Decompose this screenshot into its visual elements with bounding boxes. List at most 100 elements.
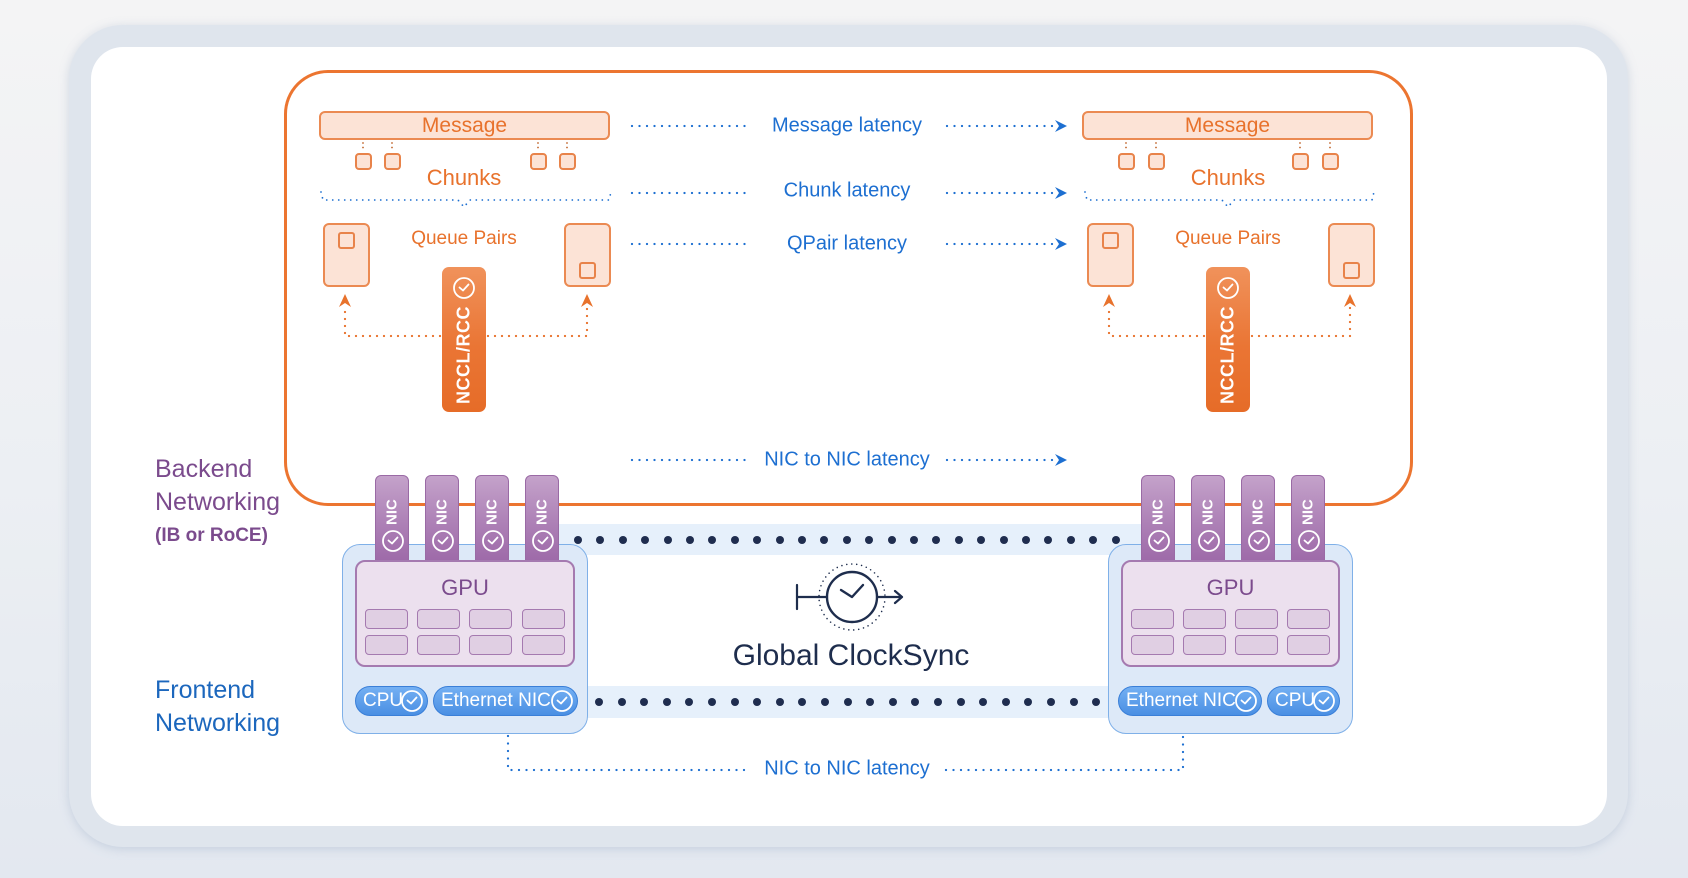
sync-dot [977, 535, 986, 544]
left-chunk [559, 153, 576, 170]
sync-dot [866, 698, 875, 706]
backend-line1: Backend [155, 455, 253, 483]
sync-dot [753, 698, 762, 706]
sync-dot [574, 535, 582, 544]
sync-dot [911, 698, 920, 706]
gpu-core [365, 609, 408, 629]
queue-entry [338, 232, 355, 249]
clock-icon [381, 529, 405, 553]
sync-dot [708, 535, 717, 544]
clock-icon [1234, 689, 1258, 713]
right-queue-pair-b [1328, 223, 1375, 287]
sync-dot [842, 535, 851, 544]
gpu-core [365, 635, 408, 655]
sync-dot [798, 535, 806, 544]
left-ethernet-nic-pill: Ethernet NIC [433, 686, 578, 716]
sync-dot [1111, 535, 1120, 544]
gpu-core [469, 635, 512, 655]
left-nccl-rcc-bar: NCCL/RCC [442, 267, 486, 412]
left-queue-pair-b [564, 223, 611, 287]
clock-icon [1197, 529, 1221, 553]
clock-icon [481, 529, 505, 553]
backend-line2: Networking [155, 488, 281, 516]
frontend-networking-label: Frontend Networking [155, 674, 280, 740]
sync-dot [820, 535, 829, 544]
sync-dot [730, 535, 739, 544]
clock-icon [1147, 529, 1171, 553]
right-chunks-label: Chunks [1190, 165, 1266, 190]
clock-icon [550, 689, 574, 713]
nccl-rcc-label: NCCL/RCC [453, 306, 474, 404]
clock-sync-icon [795, 563, 904, 631]
gpu-core [1131, 635, 1174, 655]
chunk-latency-label: Chunk latency [783, 179, 911, 202]
global-clocksync-title: Global ClockSync [732, 639, 970, 672]
sync-dot [618, 535, 627, 544]
frontend-line2: Networking [155, 709, 281, 737]
frontend-line1: Frontend [155, 676, 256, 704]
nic-label: NIC [1149, 499, 1167, 525]
left-backend-nic: NIC [375, 475, 409, 567]
right-nccl-rcc-bar: NCCL/RCC [1206, 267, 1250, 412]
right-chunk [1322, 153, 1339, 170]
gpu-label: GPU [441, 575, 489, 600]
ethernet-nic-label: Ethernet NIC [1126, 690, 1236, 711]
sync-dot [934, 698, 942, 706]
nic-label: NIC [383, 499, 401, 525]
sync-dot [979, 698, 988, 706]
right-queue-pair-a [1087, 223, 1134, 287]
software-stack-box [284, 70, 1413, 506]
gpu-core [522, 609, 565, 629]
gpu-core [522, 635, 565, 655]
right-backend-nic: NIC [1241, 475, 1275, 567]
sync-dot [708, 698, 716, 706]
sync-dot [954, 535, 963, 544]
sync-dot [596, 535, 605, 544]
clock-icon [1297, 529, 1321, 553]
backend-nic-latency-label: NIC to NIC latency [764, 448, 930, 471]
sync-dot [821, 698, 829, 706]
nic-label: NIC [483, 499, 501, 525]
sync-dot [865, 535, 874, 544]
sync-dot [753, 535, 762, 544]
gpu-core [1287, 609, 1330, 629]
gpu-core [417, 609, 460, 629]
sync-dot [910, 535, 918, 544]
sync-dot [1001, 698, 1010, 706]
left-gpu: GPU [355, 560, 575, 667]
left-chunk [384, 153, 401, 170]
sync-dot [1044, 535, 1053, 544]
cpu-label: CPU [1275, 690, 1316, 711]
sync-dot [843, 698, 852, 706]
right-gpu: GPU [1121, 560, 1340, 667]
sync-dot [956, 698, 965, 706]
queue-entry [1102, 232, 1119, 249]
left-chunk [355, 153, 372, 170]
qpair-latency-label: QPair latency [786, 232, 908, 255]
right-backend-nic: NIC [1291, 475, 1325, 567]
right-backend-nic: NIC [1191, 475, 1225, 567]
gpu-core [469, 609, 512, 629]
clock-icon [531, 529, 555, 553]
sync-dot [1022, 535, 1030, 544]
right-chunk [1118, 153, 1135, 170]
gpu-label: GPU [1206, 575, 1255, 600]
nic-label: NIC [1199, 499, 1217, 525]
sync-dot [617, 698, 626, 706]
sync-dot [798, 698, 807, 706]
right-ethernet-nic-pill: Ethernet NIC [1118, 686, 1262, 716]
backend-networking-label: Backend Networking (IB or RoCE) [155, 453, 280, 551]
sync-dot [662, 698, 671, 706]
left-cpu-pill: CPU [355, 686, 428, 716]
clock-icon [1216, 276, 1240, 300]
nic-label: NIC [1299, 499, 1317, 525]
clock-icon [1312, 689, 1336, 713]
sync-dot [1024, 698, 1033, 706]
sync-dot [1089, 535, 1098, 544]
nic-label: NIC [1249, 499, 1267, 525]
gpu-core [1131, 609, 1174, 629]
sync-dot [1066, 535, 1075, 544]
queue-entry [579, 262, 596, 279]
left-backend-nic: NIC [525, 475, 559, 567]
left-queue-pairs-label: Queue Pairs [411, 228, 517, 249]
